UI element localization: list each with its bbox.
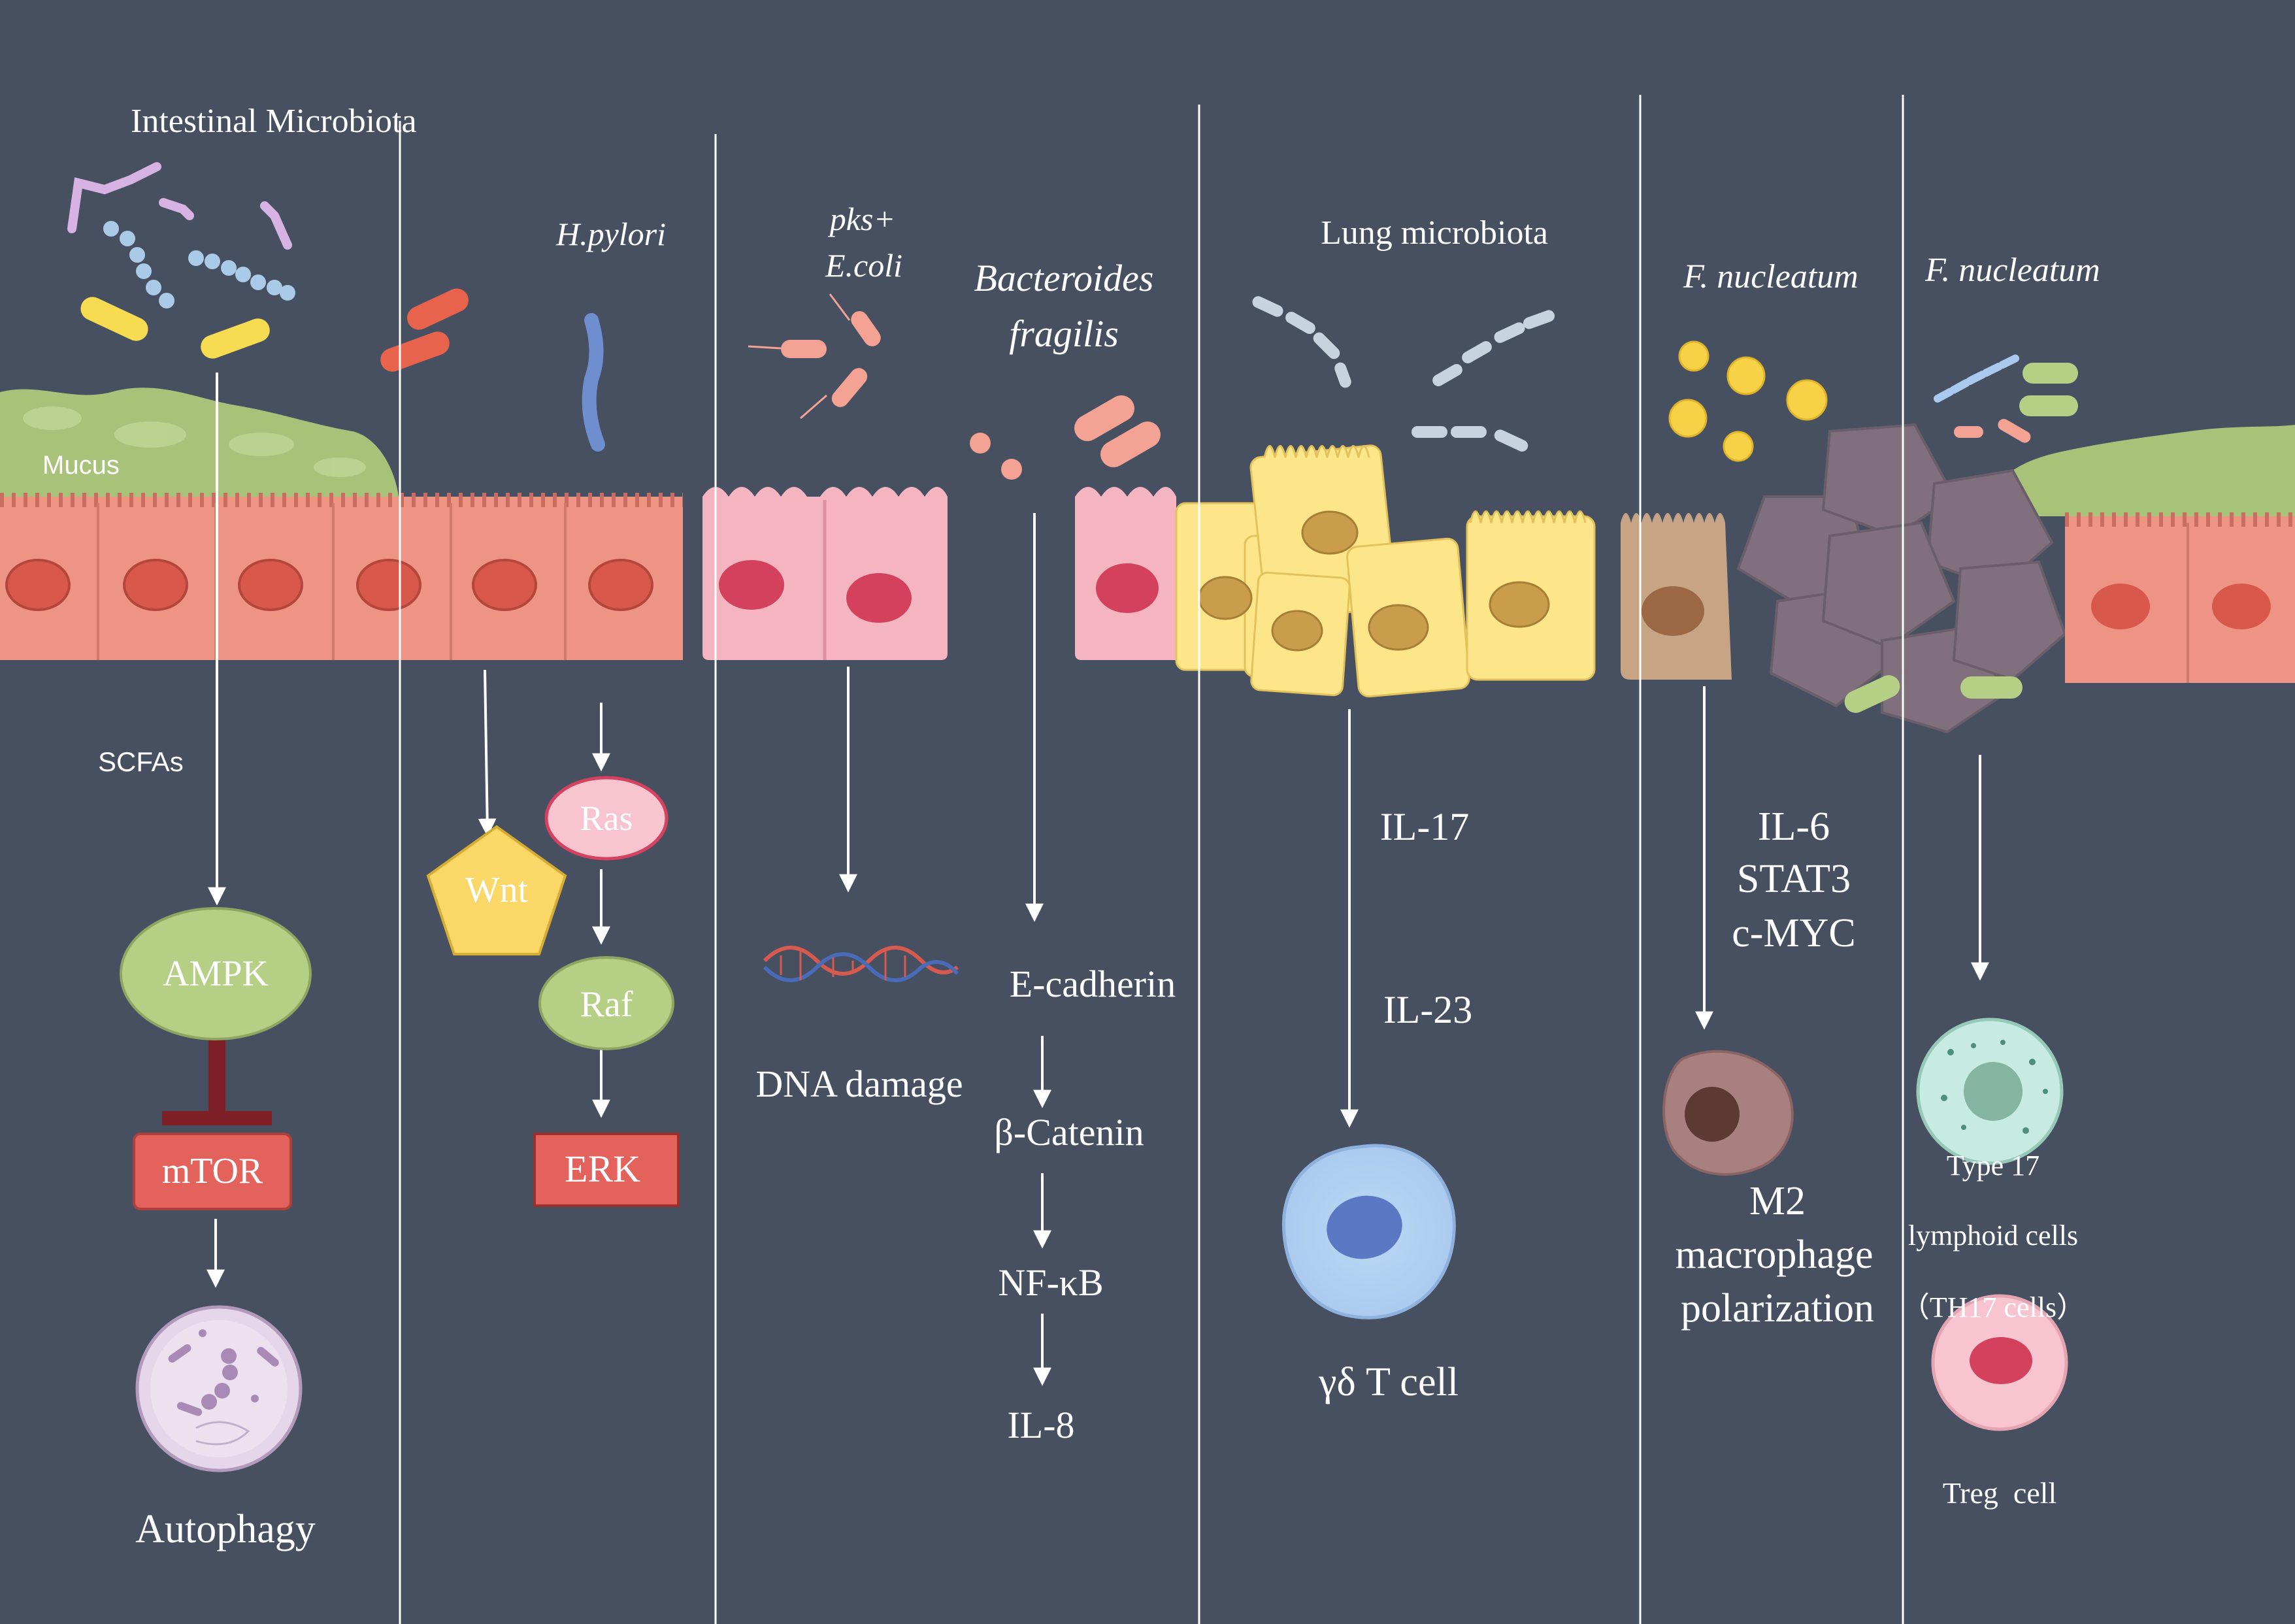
bfragilis-title-line2: fragilis [1009, 312, 1119, 355]
ras-label: Ras [580, 799, 633, 838]
autophagy-cell [135, 1305, 303, 1472]
treg-cell-label: Treg cell [1943, 1476, 2057, 1510]
mucus-label: Mucus [42, 451, 120, 480]
dna-damage-label: DNA damage [755, 1063, 963, 1105]
mucus-layer-right [1993, 425, 2295, 516]
epithelium-intestinal [0, 493, 683, 660]
ampk-label: AMPK [163, 953, 269, 994]
mucus-texture-left [23, 406, 366, 477]
type17-label-line2: lymphoid cells [1908, 1219, 2078, 1251]
erk-box [533, 1133, 680, 1207]
dna-helix-icon [763, 946, 959, 982]
autophagy-label: Autophagy [135, 1507, 316, 1551]
il8-label: IL-8 [1007, 1404, 1074, 1446]
treg-cell [1931, 1294, 2068, 1431]
epithelium-yellow-lung [1175, 444, 1596, 698]
mucus-layer-left [0, 388, 399, 497]
raf-node [538, 956, 674, 1050]
wnt-label: Wnt [465, 870, 529, 910]
macrophage-label: macrophage [1676, 1233, 1874, 1277]
stat3-label: STAT3 [1737, 857, 1851, 901]
bfragilis-title-line1: Bacteroides [974, 257, 1154, 299]
ecadherin-label: E-cadherin [1010, 963, 1176, 1005]
scfas-label: SCFAs [98, 746, 184, 777]
nfkb-label: NF-κB [998, 1261, 1103, 1304]
hpylori-bacteria [380, 288, 605, 452]
pks-title-line1: pks+ [828, 201, 895, 237]
beta-catenin-label: β-Catenin [994, 1111, 1144, 1153]
mtor-label: mTOR [162, 1151, 263, 1191]
gdt-cell-label: γδ T cell [1318, 1360, 1459, 1404]
bfragilis-bacteria [970, 395, 1161, 480]
il6-label: IL-6 [1758, 804, 1830, 849]
hpylori-title: H.pylori [555, 216, 666, 252]
ras-node [544, 776, 669, 861]
arrows [206, 373, 1989, 1386]
ecoli-bacteria [748, 293, 881, 420]
erk-label: ERK [565, 1148, 640, 1190]
polarization-label: polarization [1681, 1286, 1874, 1331]
epithelium-pink-right [1075, 487, 1176, 660]
type17-lymphoid-cell [1916, 1018, 2064, 1165]
m2-label: M2 [1749, 1179, 1806, 1223]
il23-label: IL-23 [1383, 988, 1473, 1031]
panel-dividers [399, 95, 1904, 1624]
arrow-to-wnt [478, 669, 497, 837]
fnuc1-bacteria [1668, 340, 1828, 462]
fnuc1-title: F. nucleatum [1683, 258, 1858, 295]
tumor-region [1621, 423, 2067, 734]
intestinal-bacteria [67, 162, 295, 359]
lung-bacteria [1252, 296, 1555, 452]
fnuc2-title: F. nucleatum [1924, 252, 2100, 289]
intestinal-microbiota-title: Intestinal Microbiota [131, 103, 417, 140]
gamma-delta-t-cell [1281, 1144, 1456, 1319]
epithelium-right [2065, 512, 2295, 683]
wnt-pentagon [426, 825, 567, 955]
lung-microbiota-title: Lung microbiota [1321, 214, 1548, 252]
il17-label: IL-17 [1380, 805, 1470, 848]
m2-macrophage [1662, 1050, 1794, 1176]
inhibition-ampk-mtor [162, 1039, 272, 1125]
epithelium-pink-left [702, 487, 948, 660]
fnuc2-bacteria [1844, 354, 2078, 713]
type17-label-line1: Type 17 [1947, 1150, 2039, 1182]
cmyc-label: c-MYC [1732, 911, 1855, 955]
raf-label: Raf [580, 984, 633, 1025]
ecoli-title-line2: E.coli [825, 247, 902, 284]
mtor-box [133, 1133, 292, 1210]
ampk-node [120, 907, 312, 1040]
type17-label-line3: （TH17 cells） [1901, 1291, 2085, 1323]
